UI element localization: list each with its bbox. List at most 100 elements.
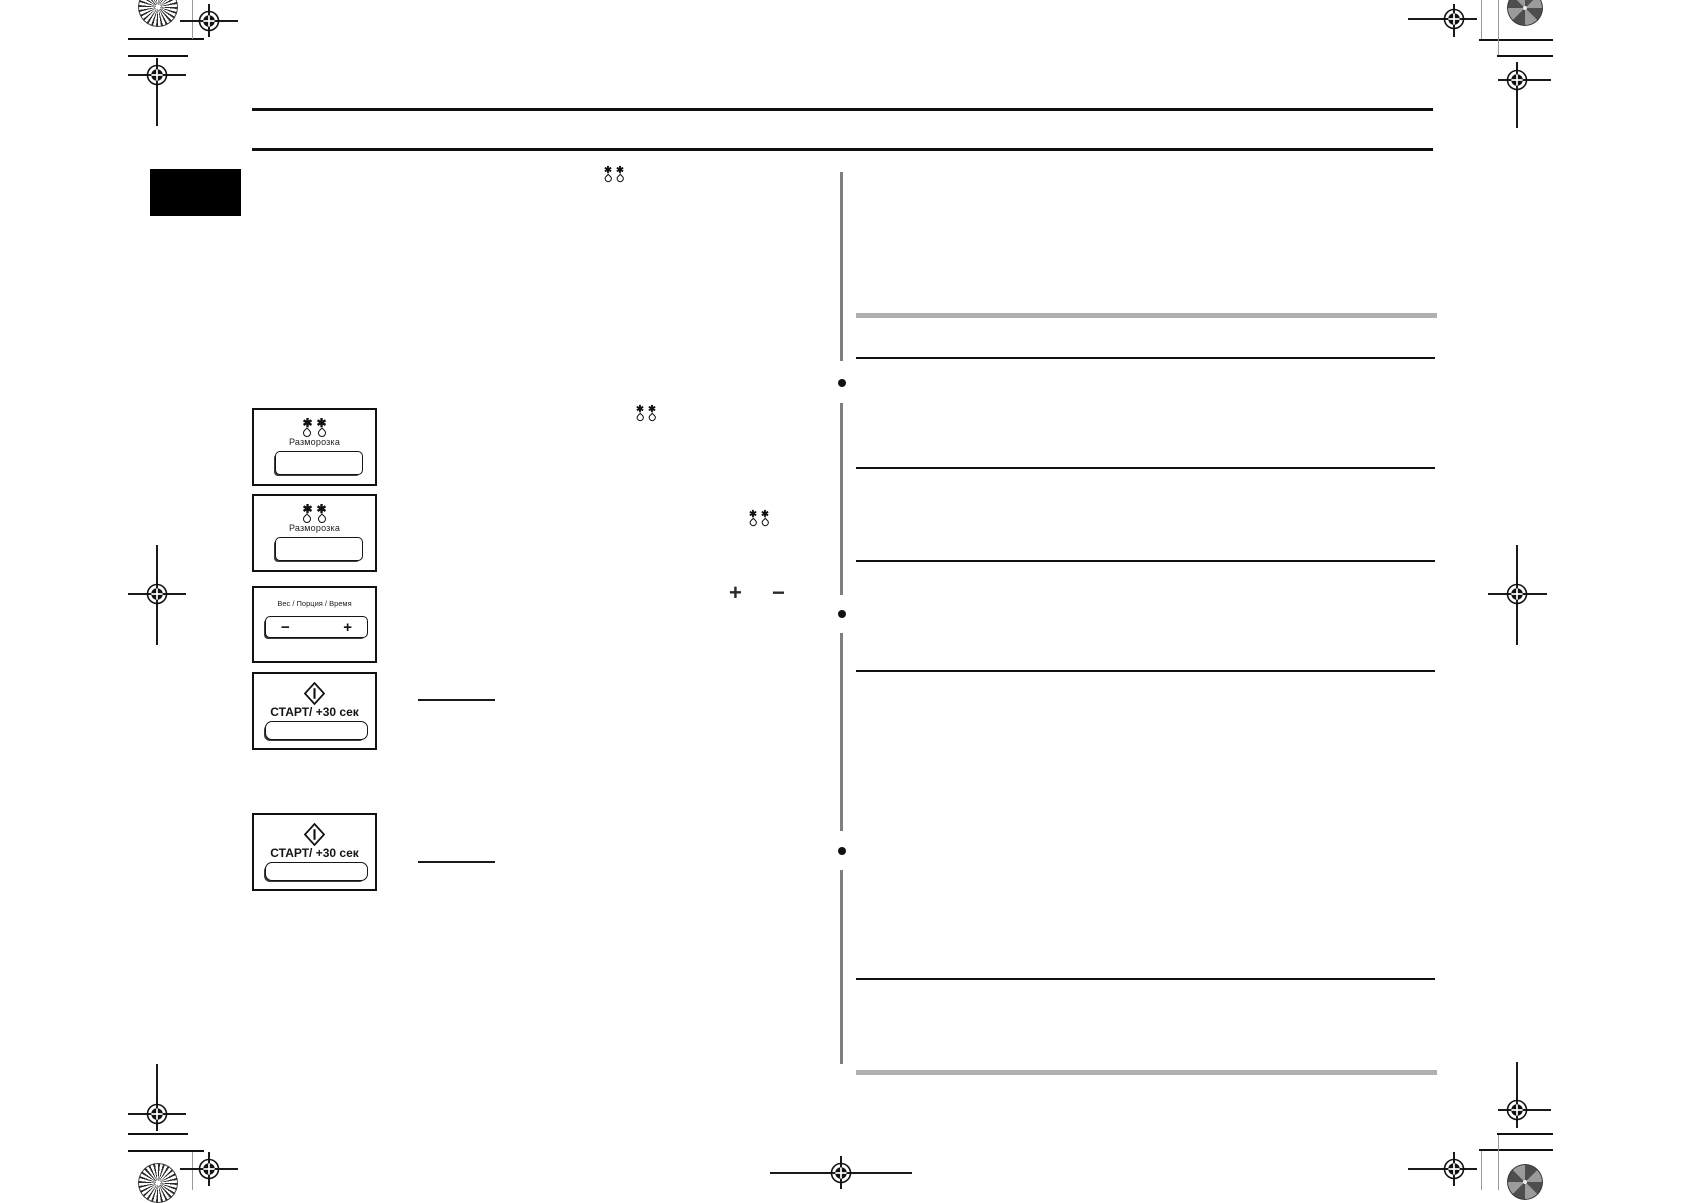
panel-label: Вес / Порция / Время xyxy=(277,599,352,608)
defrost-icon: ✱ ✱ xyxy=(301,416,328,439)
crop-mark-line xyxy=(1479,1149,1553,1151)
crop-mark-line xyxy=(1497,1133,1553,1135)
crop-mark-line xyxy=(1498,1135,1499,1190)
list-bullet xyxy=(838,610,846,618)
button-face xyxy=(265,721,368,740)
snowflake-icon: ✱ xyxy=(749,509,757,520)
registration-target-icon xyxy=(146,64,168,86)
button-face: − + xyxy=(265,616,368,638)
crosshair-line xyxy=(1408,18,1477,20)
crosshair-line xyxy=(1516,1062,1518,1128)
pinwheel-registration-circle-top-left xyxy=(138,0,178,27)
defrost-glyph: ✱ xyxy=(315,416,328,439)
defrost-glyph: ✱ xyxy=(635,404,645,422)
panel-label: СТАРТ/ +30 сек xyxy=(270,846,359,860)
button-face xyxy=(275,451,363,475)
panel-label: СТАРТ/ +30 сек xyxy=(270,705,359,719)
panel-defrost-2: ✱ ✱ Разморозка xyxy=(252,494,377,572)
defrost-icon: ✱ ✱ xyxy=(603,165,625,183)
minus-icon: − xyxy=(281,618,290,636)
plus-icon: + xyxy=(343,618,352,636)
header-rule-bottom xyxy=(252,148,1433,151)
defrost-glyph: ✱ xyxy=(748,509,758,527)
panel-label: Разморозка xyxy=(288,437,341,447)
start-icon xyxy=(304,823,325,846)
start-icon xyxy=(304,682,325,705)
crop-mark-line xyxy=(128,1150,204,1152)
crop-mark-line xyxy=(192,1152,193,1190)
defrost-glyph: ✱ xyxy=(615,166,625,183)
crop-mark-line xyxy=(1481,1151,1482,1190)
defrost-glyph: ✱ xyxy=(301,502,314,525)
snowflake-icon: ✱ xyxy=(316,416,327,430)
registration-target-icon xyxy=(830,1162,852,1184)
crop-mark-line xyxy=(128,1133,188,1135)
defrost-icon: ✱ ✱ xyxy=(635,404,657,422)
gray-section-bar-bottom xyxy=(856,1070,1437,1075)
defrost-icon: ✱ ✱ xyxy=(748,509,770,527)
blank-line xyxy=(418,699,495,701)
defrost-glyph: ✱ xyxy=(760,509,770,527)
button-face xyxy=(265,862,368,881)
defrost-icon: ✱ ✱ xyxy=(301,502,328,525)
registration-target-icon xyxy=(1443,8,1465,30)
pinwheel-registration-circle-bottom-left xyxy=(138,1163,178,1203)
panel-defrost-1: ✱ ✱ Разморозка xyxy=(252,408,377,486)
registration-target-icon xyxy=(198,10,220,32)
minus-icon: − xyxy=(772,580,785,605)
panel-start-1: СТАРТ/ +30 сек xyxy=(252,672,377,750)
crop-mark-line xyxy=(1479,39,1553,41)
crosshair-line xyxy=(156,58,158,126)
text-rule xyxy=(856,467,1435,469)
registration-target-icon xyxy=(146,1103,168,1125)
snowflake-icon: ✱ xyxy=(604,165,612,176)
crop-mark-line xyxy=(1498,0,1499,55)
defrost-glyph: ✱ xyxy=(301,416,314,439)
crop-mark-line xyxy=(1497,55,1553,57)
panel-weight-portion-time: Вес / Порция / Время − + xyxy=(252,586,377,663)
registration-target-icon xyxy=(1443,1158,1465,1180)
text-rule xyxy=(856,670,1435,672)
column-divider-segment xyxy=(840,870,843,1064)
blank-line xyxy=(418,861,495,863)
gray-section-bar-top xyxy=(856,313,1437,318)
list-bullet xyxy=(838,379,846,387)
column-divider-segment xyxy=(840,172,843,361)
checker-registration-circle-top-right xyxy=(1507,0,1543,26)
list-bullet xyxy=(838,847,846,855)
snowflake-icon: ✱ xyxy=(302,502,313,516)
button-face xyxy=(275,537,363,561)
panel-label: Разморозка xyxy=(288,523,341,533)
defrost-glyph: ✱ xyxy=(315,502,328,525)
registration-target-icon xyxy=(1506,1099,1528,1121)
crosshair-line xyxy=(156,1064,158,1131)
checker-registration-circle-bottom-right xyxy=(1507,1164,1543,1200)
column-divider-segment xyxy=(840,633,843,831)
crop-mark-line xyxy=(128,38,204,40)
crosshair-line xyxy=(1516,62,1518,128)
panel-start-2: СТАРТ/ +30 сек xyxy=(252,813,377,891)
registration-target-icon xyxy=(1506,69,1528,91)
section-tab xyxy=(150,169,241,216)
snowflake-icon: ✱ xyxy=(636,404,644,415)
snowflake-icon: ✱ xyxy=(316,502,327,516)
registration-target-icon xyxy=(146,583,168,605)
header-rule-top xyxy=(252,108,1433,111)
crop-mark-line xyxy=(1481,0,1482,39)
crosshair-line xyxy=(1498,79,1551,81)
text-rule xyxy=(856,560,1435,562)
column-divider-segment xyxy=(840,403,843,595)
text-rule xyxy=(856,978,1435,980)
text-rule xyxy=(856,357,1435,359)
snowflake-icon: ✱ xyxy=(760,509,769,520)
crop-mark-line xyxy=(128,55,188,57)
registration-target-icon xyxy=(198,1158,220,1180)
registration-target-icon xyxy=(1506,583,1528,605)
snowflake-icon: ✱ xyxy=(302,416,313,430)
snowflake-icon: ✱ xyxy=(647,404,656,415)
crosshair-line xyxy=(1408,1168,1477,1170)
crosshair-line xyxy=(1498,1109,1551,1111)
plus-icon: + xyxy=(729,580,742,605)
defrost-glyph: ✱ xyxy=(647,404,657,422)
